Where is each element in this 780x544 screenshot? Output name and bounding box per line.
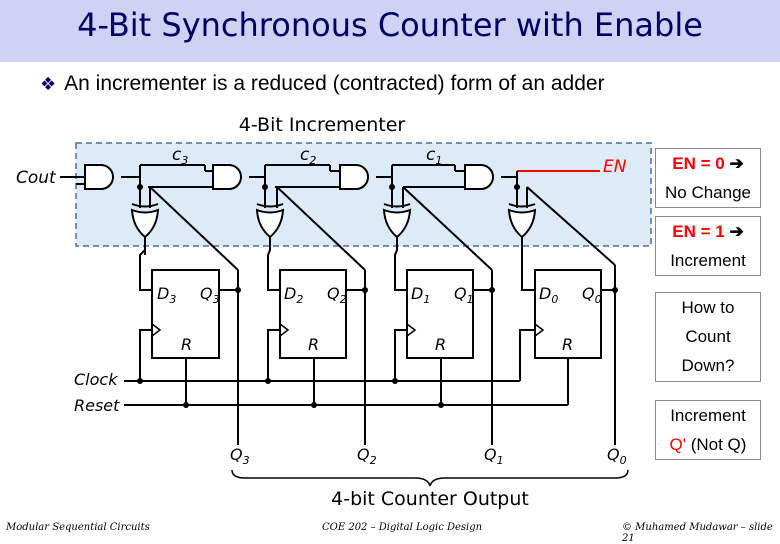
- arrow-right-icon: ➔: [729, 154, 744, 173]
- ff0-q-label: Q0: [582, 284, 602, 306]
- ff2-d-label: D2: [284, 284, 303, 306]
- flip-flop-1: [406, 269, 474, 359]
- and-gate-3: [84, 164, 114, 190]
- ff3-r-label: R: [181, 335, 192, 354]
- slide-title: 4-Bit Synchronous Counter with Enable: [77, 6, 703, 44]
- incrementer-label: 4-Bit Incrementer: [239, 114, 406, 136]
- ff1-q-label: Q1: [454, 284, 474, 306]
- and-gate-1: [339, 164, 369, 190]
- increment-line: Increment: [670, 406, 746, 425]
- output-label: 4-bit Counter Output: [331, 488, 529, 510]
- en0-box: EN = 0 ➔ No Change: [655, 148, 761, 208]
- footer-center: COE 202 – Digital Logic Design: [322, 522, 483, 533]
- output-q2-label: Q2: [357, 445, 377, 467]
- ff3-q-label: Q3: [200, 284, 220, 306]
- en-label: EN: [603, 157, 627, 177]
- clock-label: Clock: [74, 370, 118, 389]
- flip-flop-2: [279, 269, 347, 359]
- count-down-box: How to Count Down?: [655, 292, 761, 382]
- not-q-text: (Not Q): [686, 435, 747, 454]
- ff1-d-label: D1: [411, 284, 430, 306]
- footer-left: Modular Sequential Circuits: [6, 522, 150, 533]
- output-q1-label: Q1: [484, 445, 504, 467]
- bullet-text: An incrementer is a reduced (contracted)…: [64, 72, 605, 95]
- flip-flop-0: [534, 269, 602, 359]
- cout-label: Cout: [16, 168, 57, 188]
- arrow-right-icon: ➔: [729, 222, 744, 241]
- title-bar: [0, 0, 780, 62]
- carry-c1-label: c1: [426, 145, 442, 167]
- ff2-r-label: R: [308, 335, 319, 354]
- and-gate-0: [464, 164, 494, 190]
- en0-condition: EN = 0: [672, 154, 725, 173]
- incrementer-box: [75, 142, 652, 247]
- carry-c3-label: c3: [172, 145, 188, 167]
- en0-result: No Change: [664, 183, 751, 202]
- ff2-q-label: Q2: [327, 284, 347, 306]
- and-gate-2: [212, 164, 242, 190]
- q-prime-text: Q': [669, 435, 686, 454]
- en1-result: Increment: [670, 251, 746, 270]
- en1-box: EN = 1 ➔ Increment: [655, 216, 761, 276]
- count-down-line-1: How to: [681, 298, 735, 317]
- output-q3-label: Q3: [230, 445, 250, 467]
- flip-flop-3: [151, 269, 220, 359]
- footer-right: © Muhamed Mudawar – slide 21: [622, 522, 773, 544]
- ff3-d-label: D3: [157, 284, 176, 306]
- output-brace: [231, 469, 629, 487]
- count-down-line-2: Count: [685, 327, 731, 346]
- ff0-r-label: R: [562, 335, 573, 354]
- bullet-point: ❖ An incrementer is a reduced (contracted…: [40, 72, 605, 96]
- output-q0-label: Q0: [607, 445, 627, 467]
- diamond-bullet-icon: ❖: [40, 74, 57, 95]
- increment-not-q-box: Increment Q' (Not Q): [655, 400, 761, 460]
- carry-c2-label: c2: [300, 145, 316, 167]
- reset-label: Reset: [74, 396, 120, 415]
- ff1-r-label: R: [435, 335, 446, 354]
- en1-condition: EN = 1: [672, 222, 725, 241]
- ff0-d-label: D0: [539, 284, 558, 306]
- count-down-line-3: Down?: [681, 356, 735, 375]
